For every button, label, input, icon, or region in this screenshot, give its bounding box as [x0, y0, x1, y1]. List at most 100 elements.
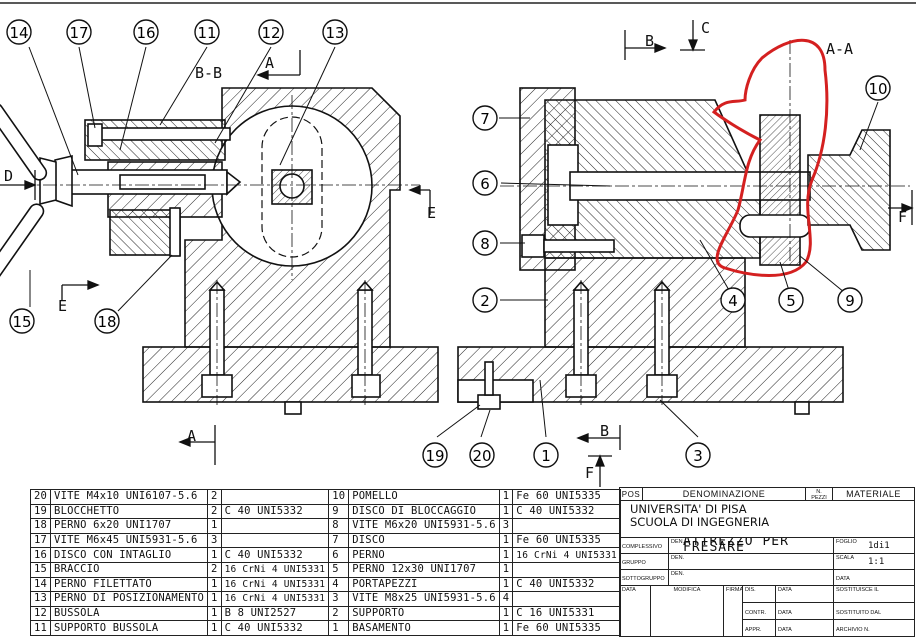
part-number: 18 — [29, 518, 52, 534]
cut-letter-c: C — [701, 19, 710, 37]
part-material: B 8 UNI2527 — [220, 605, 330, 622]
svg-text:4: 4 — [728, 292, 738, 310]
part-description: VITE M6x20 UNI5931-5.6 — [348, 518, 500, 534]
svg-text:9: 9 — [845, 292, 855, 310]
part-quantity: 1 — [498, 576, 514, 593]
part-number: 12 — [29, 605, 52, 622]
part-quantity: 1 — [498, 547, 514, 563]
balloon-1: 1 — [533, 442, 559, 468]
svg-text:12: 12 — [261, 24, 280, 42]
part-number: 10 — [328, 489, 350, 505]
balloon-16: 16 — [133, 19, 159, 45]
part-description: BRACCIO — [50, 561, 209, 578]
part-material: 16 CrNi 4 UNI5331 — [220, 591, 330, 607]
part-material — [220, 532, 330, 549]
part-number: 5 — [328, 561, 350, 578]
balloon-5: 5 — [778, 287, 804, 313]
part-number: 19 — [29, 503, 52, 520]
foglio-value: 1di1 — [868, 541, 890, 551]
part-description: SUPPORTO — [348, 605, 500, 622]
cut-letter-f-bottom: F — [585, 464, 594, 482]
svg-text:10: 10 — [868, 80, 887, 98]
part-description: SUPPORTO BUSSOLA — [50, 620, 209, 636]
knob-right — [807, 129, 891, 251]
appr-data: DATA — [775, 619, 834, 637]
balloon-13: 13 — [322, 19, 348, 45]
part-quantity: 1 — [207, 576, 222, 593]
cut-letter-d: D — [4, 167, 13, 185]
part-number: 13 — [29, 591, 52, 607]
part-quantity: 4 — [498, 591, 514, 607]
part-number: 15 — [29, 561, 52, 578]
part-material: 16 CrNi 4 UNI5331 — [512, 547, 621, 563]
part-number: 9 — [328, 503, 350, 520]
den-label-1: DEN. — [671, 539, 685, 545]
balloon-9: 9 — [837, 287, 863, 313]
balloon-8: 8 — [472, 230, 498, 256]
part-description: PERNO 6x20 UNI1707 — [50, 518, 209, 534]
part-description: DISCO — [348, 532, 500, 549]
part-material: Fe 60 UNI5335 — [512, 532, 621, 549]
cut-letter-a-top: A — [265, 54, 274, 72]
part-material: C 40 UNI5332 — [220, 547, 330, 563]
contr-data: DATA — [775, 602, 834, 620]
part-number: 14 — [29, 576, 52, 593]
part-quantity: 1 — [207, 518, 222, 534]
svg-text:13: 13 — [325, 24, 344, 42]
part-description: PERNO FILETTATO — [50, 576, 209, 593]
svg-text:5: 5 — [786, 292, 796, 310]
drawing-title: ATTREZZO PER FRESARE — [683, 537, 789, 554]
svg-text:20: 20 — [472, 447, 491, 465]
part-material — [220, 518, 330, 534]
svg-text:6: 6 — [480, 175, 490, 193]
part-description: DISCO DI BLOCCAGGIO — [348, 503, 500, 520]
part-description: DISCO CON INTAGLIO — [50, 547, 209, 563]
balloon-15: 15 — [9, 308, 35, 334]
university-block: UNIVERSITA' DI PISA SCUOLA DI INGEGNERIA — [619, 500, 915, 538]
section-arrows-right — [576, 20, 914, 487]
balloon-20: 20 — [469, 442, 495, 468]
balloon-2: 2 — [472, 287, 498, 313]
cut-letter-b-top: B — [645, 32, 654, 50]
part-number: 2 — [328, 605, 350, 622]
part-material: 16 CrNi 4 UNI5331 — [220, 576, 330, 593]
sostituito-label: SOSTITUITO DAL — [833, 602, 915, 620]
part-material: C 40 UNI5332 — [512, 503, 621, 520]
part-material — [220, 489, 330, 505]
sostituisce-label: SOSTITUISCE IL — [833, 585, 915, 603]
part-quantity: 1 — [207, 591, 222, 607]
svg-text:14: 14 — [9, 24, 28, 42]
part-description: POMELLO — [348, 489, 500, 505]
svg-text:17: 17 — [69, 24, 88, 42]
part-description: PERNO DI POSIZIONAMENTO — [50, 591, 209, 607]
scala-cell: SCALA 1:1 — [833, 553, 915, 570]
part-number: 3 — [328, 591, 350, 607]
contr-label: CONTR. — [742, 602, 776, 620]
svg-text:2: 2 — [480, 292, 490, 310]
foglio-cell: FOGLIO 1di1 — [833, 537, 915, 554]
part-material: C 40 UNI5332 — [220, 620, 330, 636]
cut-letter-b-bottom: B — [600, 422, 609, 440]
materiale-header: MATERIALE — [832, 487, 915, 501]
svg-text:19: 19 — [425, 447, 444, 465]
data-label: DATA — [833, 569, 915, 586]
part-material: Fe 60 UNI5335 — [512, 489, 621, 505]
svg-text:3: 3 — [693, 447, 703, 465]
scala-value: 1:1 — [868, 557, 885, 567]
part-quantity: 1 — [498, 532, 514, 549]
part-number: 16 — [29, 547, 52, 563]
svg-text:11: 11 — [197, 24, 216, 42]
part-quantity: 3 — [207, 532, 222, 549]
part-material — [512, 591, 621, 607]
part-description: BLOCCHETTO — [50, 503, 209, 520]
cut-letter-f-right: F — [898, 208, 907, 226]
col-modifica: MODIFICA — [650, 585, 724, 637]
part-number: 7 — [328, 532, 350, 549]
balloon-4: 4 — [720, 287, 746, 313]
balloon-6: 6 — [472, 170, 498, 196]
